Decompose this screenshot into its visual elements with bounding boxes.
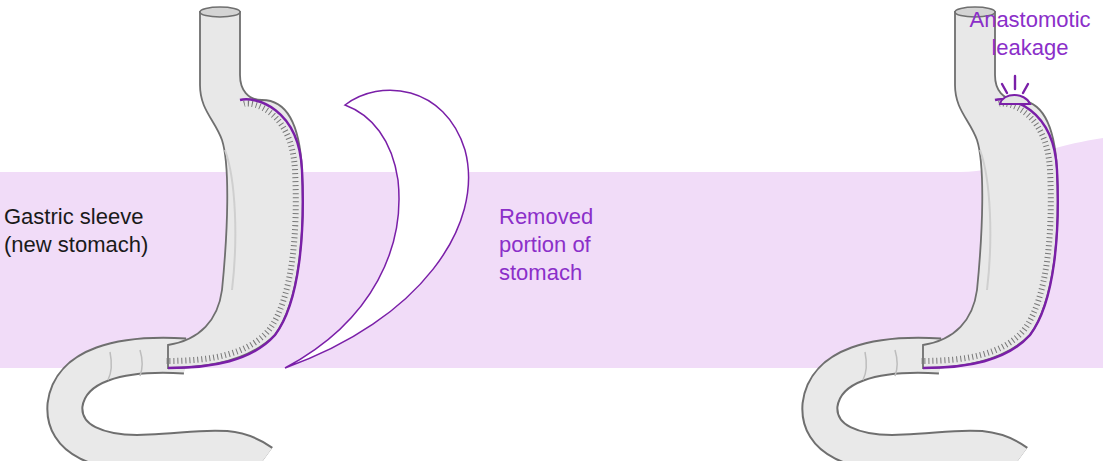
- removed-stomach: [285, 90, 469, 368]
- gastric-sleeve-leak: [820, 7, 1058, 461]
- complication-label: Anastomotic leakage: [962, 6, 1098, 62]
- background-band: [0, 138, 1103, 368]
- leak-marks: [1002, 76, 1028, 93]
- removed-label: Removed portion of stomach: [499, 203, 627, 287]
- leak-bulge: [1000, 95, 1030, 104]
- structure-label: Gastric sleeve (new stomach): [4, 203, 176, 259]
